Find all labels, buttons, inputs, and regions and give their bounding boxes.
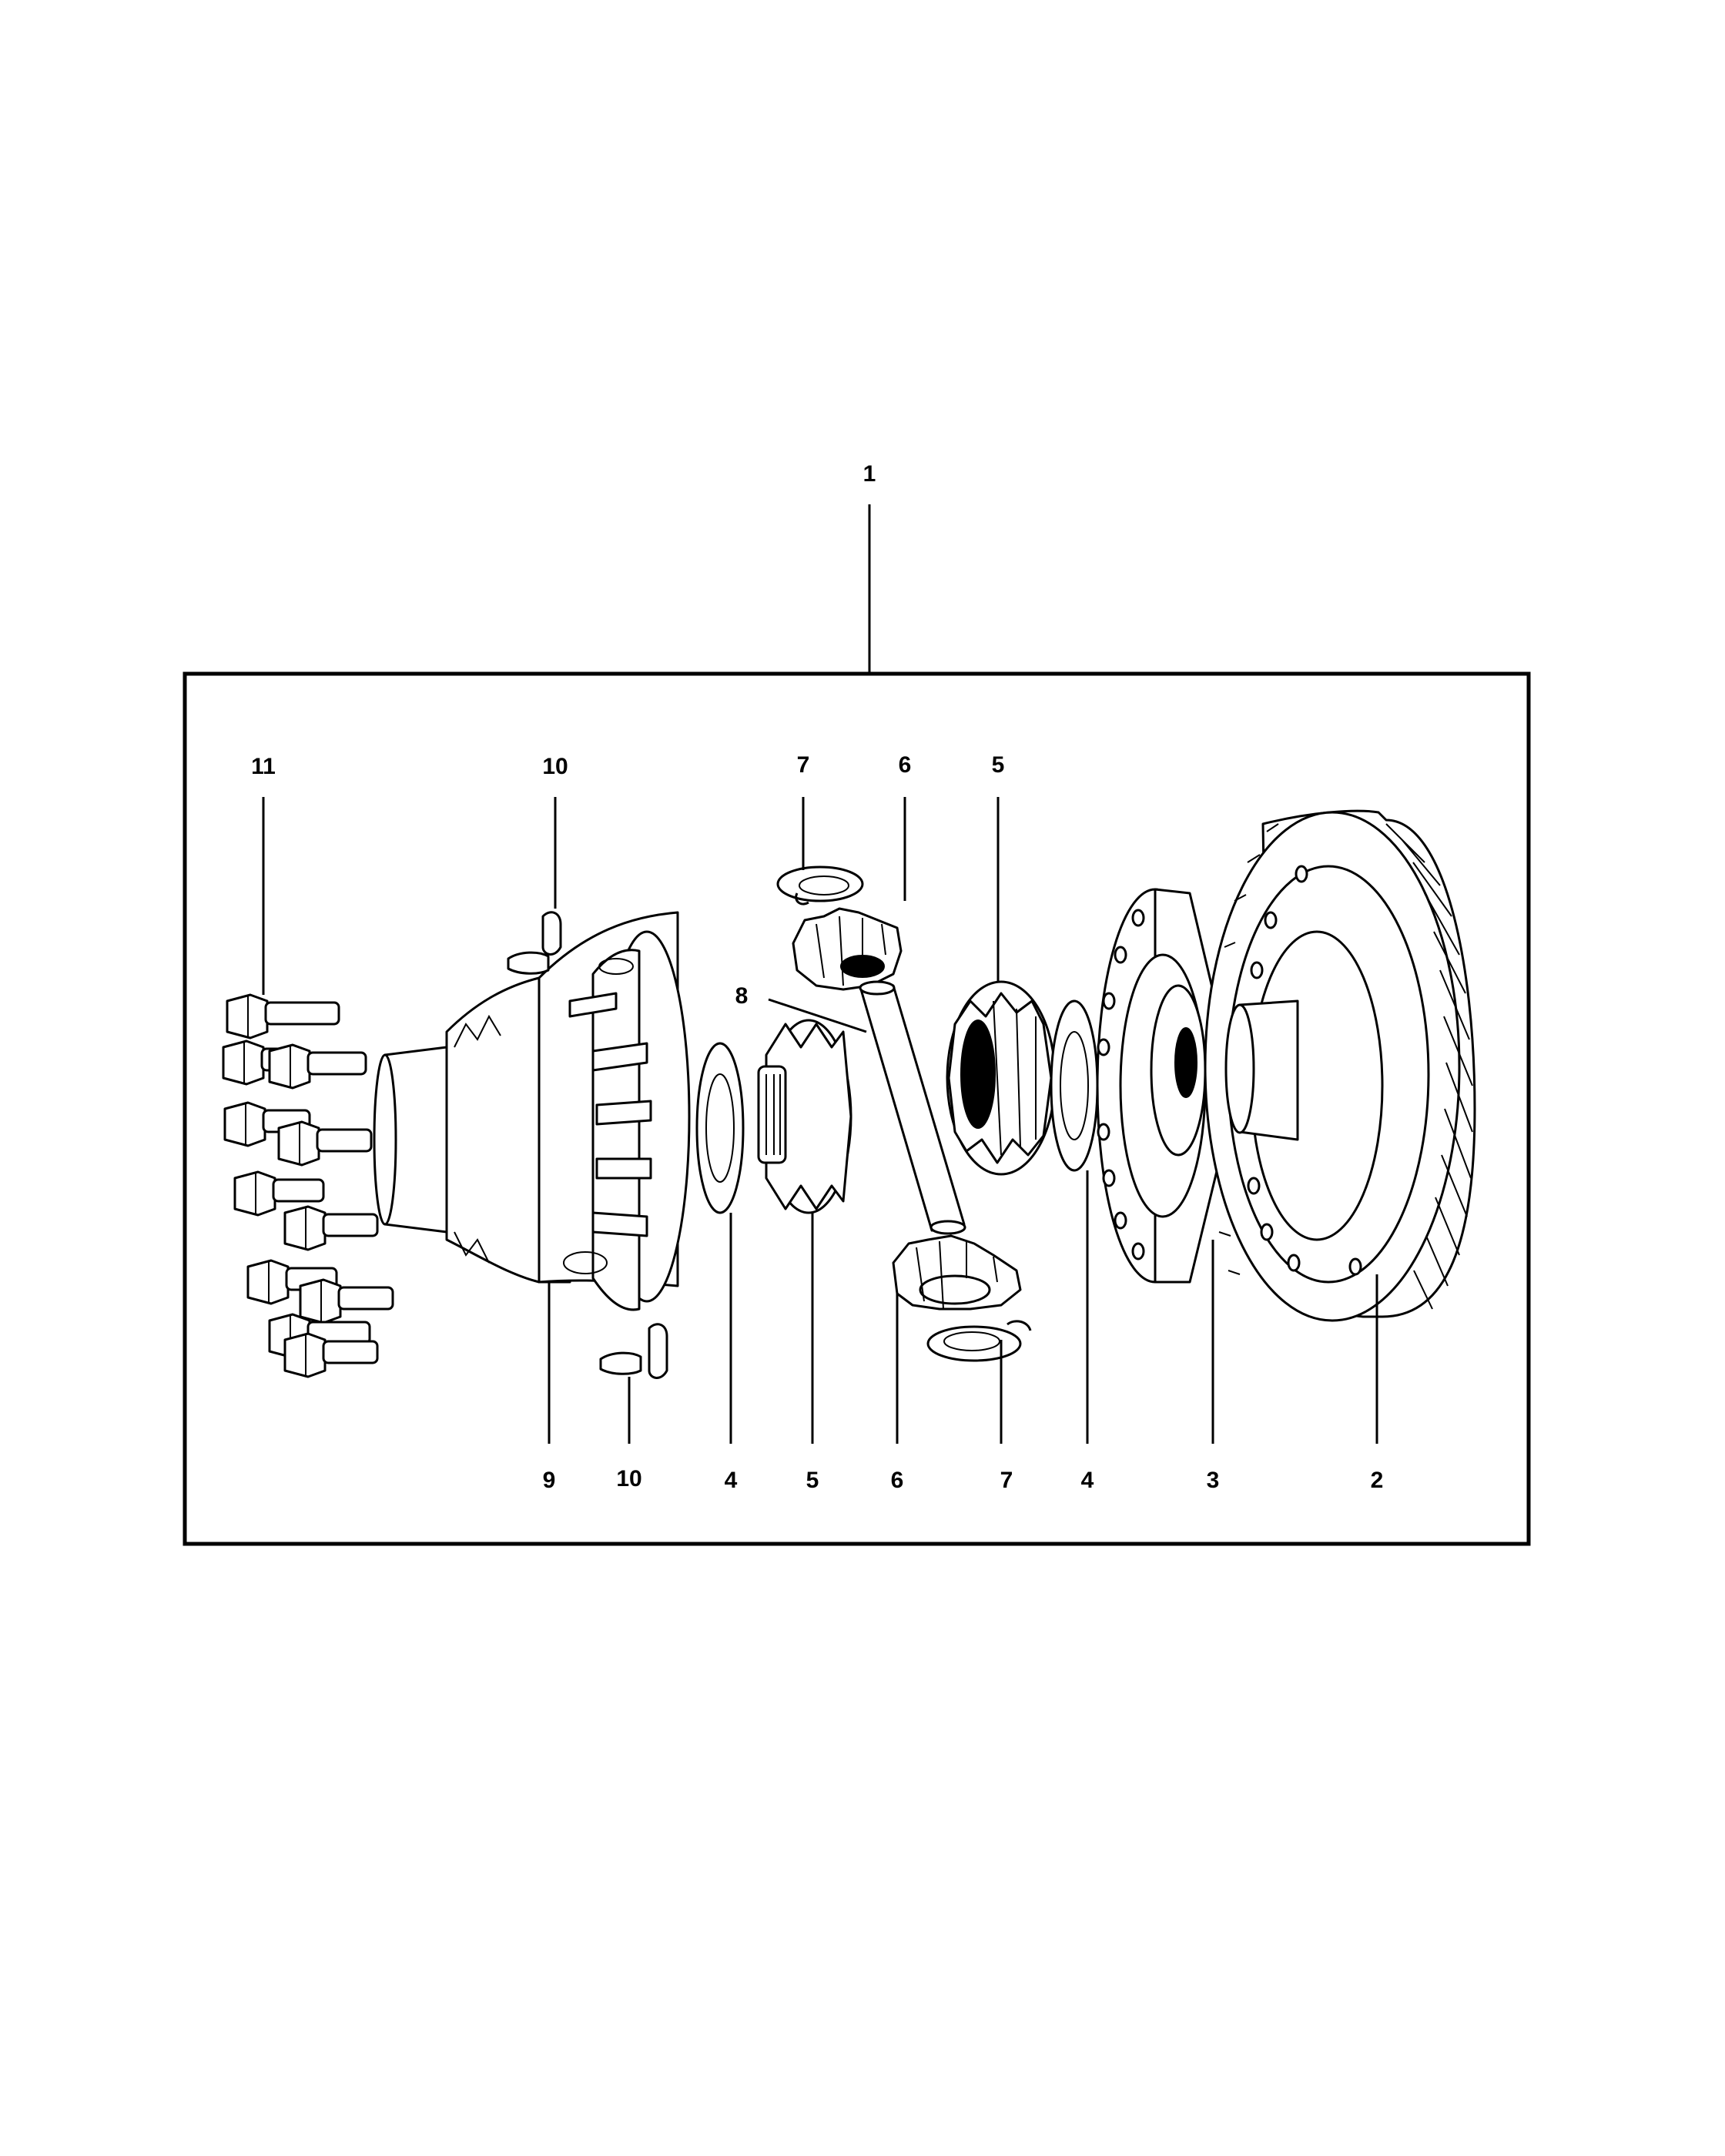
part-9-differential-case: [373, 911, 691, 1311]
bolt: [283, 1332, 379, 1378]
callout-9: 9: [543, 1468, 556, 1493]
part-6-pinion-gear-bottom: [892, 1234, 1022, 1311]
bolt: [268, 1043, 367, 1090]
assembly-frame: [183, 671, 1531, 1546]
part-5-side-gear-right: [946, 980, 1057, 1176]
callout-8: 8: [735, 983, 749, 1009]
callout-5-bottom: 5: [806, 1468, 819, 1493]
part-6-pinion-gear-top: [792, 907, 903, 991]
part-4-thrust-washer-right: [1050, 999, 1099, 1172]
part-2-ring-gear: [1204, 809, 1476, 1322]
callout-7-top: 7: [797, 752, 810, 778]
part-10-clip-top: [507, 911, 562, 975]
part-10-clip-bottom: [599, 1323, 668, 1379]
bolt: [283, 1205, 379, 1251]
callout-10-bottom: 10: [616, 1466, 641, 1491]
callout-6-top: 6: [899, 752, 912, 778]
callout-11: 11: [251, 754, 276, 779]
part-11-bolts: [222, 993, 394, 1378]
part-8-cross-shaft: [859, 980, 966, 1235]
part-7-pinion-washer-bottom: [926, 1320, 1032, 1362]
bolt: [226, 993, 340, 1040]
part-3-case-cover: [1096, 888, 1226, 1284]
bolt: [299, 1278, 394, 1324]
callout-5-top: 5: [992, 752, 1005, 778]
part-7-pinion-washer-top: [776, 865, 864, 906]
part-4-thrust-washer-left: [695, 1042, 745, 1214]
callout-1: 1: [863, 461, 876, 487]
leader-8: [768, 998, 867, 1033]
callout-4-right: 4: [1081, 1468, 1094, 1493]
callout-10-top: 10: [542, 754, 568, 779]
callout-4-left: 4: [725, 1468, 738, 1493]
callout-6-bottom: 6: [891, 1468, 904, 1493]
callout-3: 3: [1207, 1468, 1220, 1493]
bolt: [277, 1120, 373, 1167]
bolt: [233, 1170, 325, 1217]
part-5-side-gear-left: [757, 1019, 852, 1214]
callout-7-bottom: 7: [1000, 1468, 1013, 1493]
callout-2: 2: [1371, 1468, 1384, 1493]
bolt: [223, 1101, 311, 1147]
